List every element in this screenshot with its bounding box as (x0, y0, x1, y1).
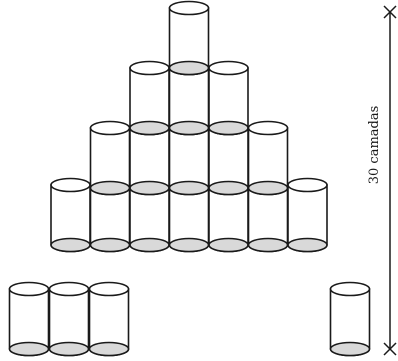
can-pyramid-row3 (249, 122, 288, 195)
can-top (288, 179, 327, 192)
can-base (170, 122, 209, 135)
loose-can (10, 283, 49, 356)
can-base (249, 239, 288, 252)
can-base (130, 122, 169, 135)
can-base (288, 239, 327, 252)
can-pyramid-row4 (51, 179, 90, 252)
can-base (209, 182, 248, 195)
loose-cans-left-group (10, 283, 129, 356)
can-base (10, 343, 49, 356)
can-top (170, 2, 209, 15)
can-pyramid-row2 (130, 62, 169, 135)
can-top (90, 283, 129, 296)
can-top (50, 283, 89, 296)
can-pyramid-row4 (288, 179, 327, 252)
can-top (331, 283, 370, 296)
can-base (209, 239, 248, 252)
can-base (170, 239, 209, 252)
can-top (10, 283, 49, 296)
can-base (130, 239, 169, 252)
can-base (209, 122, 248, 135)
can-base (249, 182, 288, 195)
can-pyramid-row1 (170, 2, 209, 75)
can-pyramid-row2 (209, 62, 248, 135)
loose-can (90, 283, 129, 356)
can-top (91, 122, 130, 135)
can-top (209, 62, 248, 75)
loose-can-right-group (331, 283, 370, 356)
layers-label: 30 camadas (367, 106, 382, 185)
loose-can (331, 283, 370, 356)
can-base (50, 343, 89, 356)
can-base (51, 239, 90, 252)
height-dimension: 30 camadas (367, 6, 396, 355)
can-top (51, 179, 90, 192)
can-base (90, 343, 129, 356)
loose-can (50, 283, 89, 356)
can-top (249, 122, 288, 135)
can-top (130, 62, 169, 75)
can-base (170, 182, 209, 195)
can-base (331, 343, 370, 356)
can-base (91, 182, 130, 195)
can-base (170, 62, 209, 75)
can-pyramid (51, 2, 327, 252)
can-base (91, 239, 130, 252)
can-base (130, 182, 169, 195)
can-pyramid-row3 (91, 122, 130, 195)
